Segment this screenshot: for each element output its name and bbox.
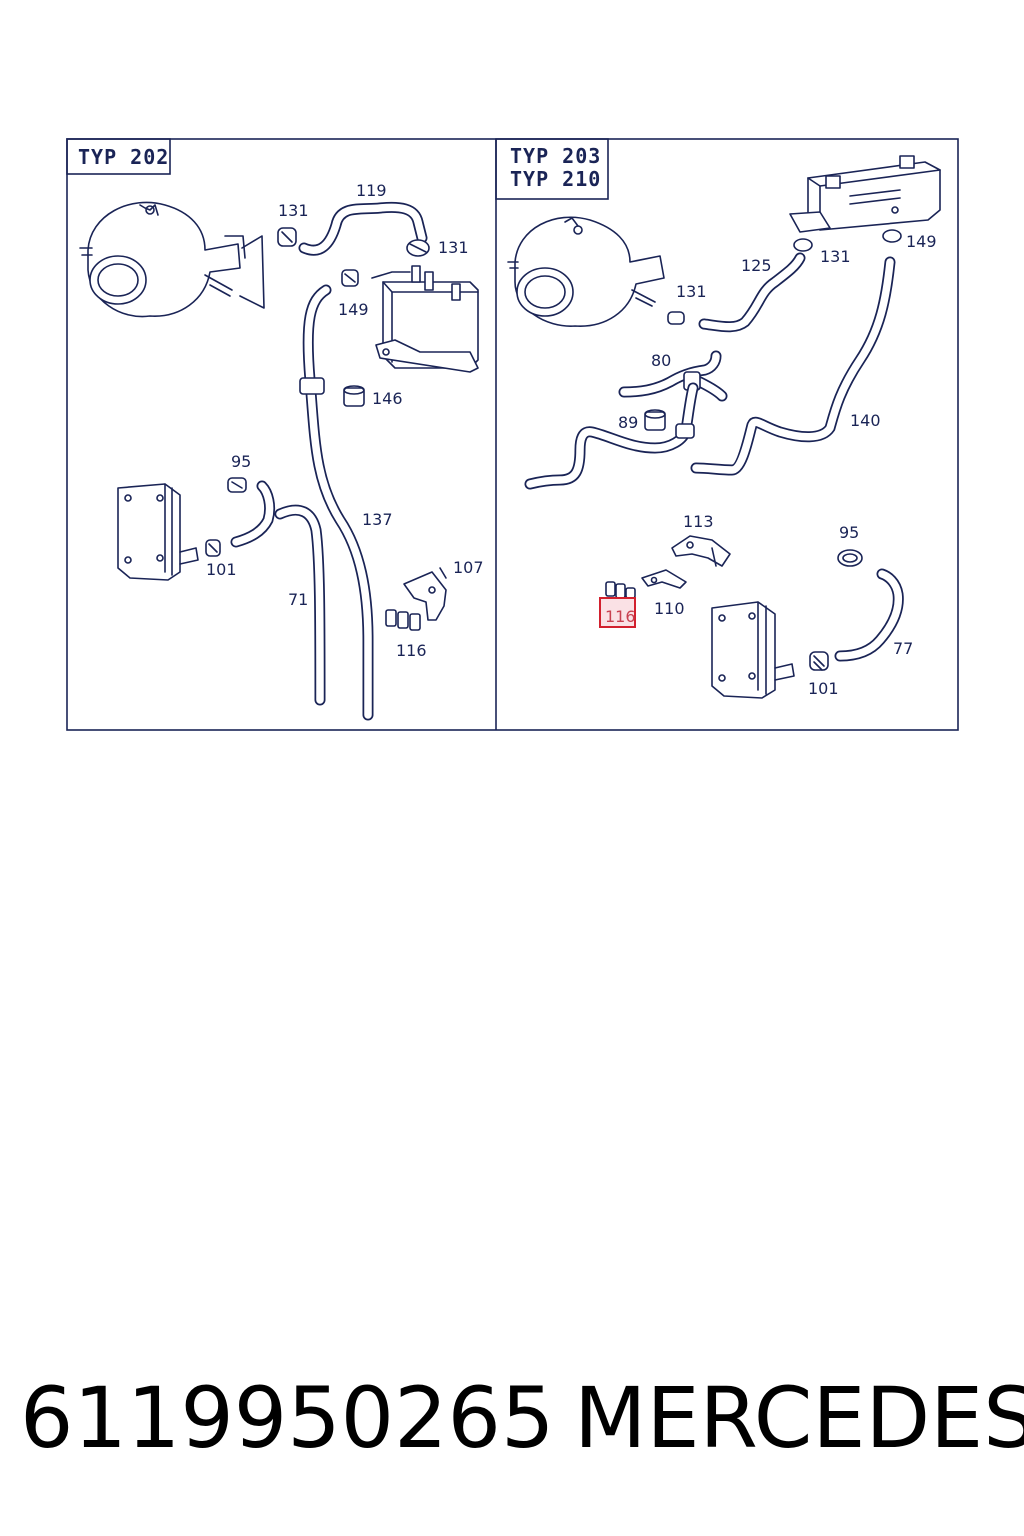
clips-116-right bbox=[605, 581, 636, 599]
bracket-113 bbox=[671, 535, 731, 567]
callout-149-right: 149 bbox=[906, 232, 937, 251]
callout-131-right-a: 131 bbox=[676, 282, 707, 301]
clamp-131-left-b bbox=[406, 239, 430, 257]
clips-116-left bbox=[385, 609, 421, 631]
callout-140: 140 bbox=[850, 411, 881, 430]
left-panel: TYP 202 119 131 131 bbox=[66, 138, 484, 721]
right-panel: TYP 203 TYP 210 131 125 131 bbox=[495, 138, 941, 699]
typ-202-label-box bbox=[66, 138, 171, 175]
callout-131-right-b: 131 bbox=[820, 247, 851, 266]
hose-71 bbox=[274, 504, 326, 706]
hose-elbow-left bbox=[230, 480, 276, 548]
typ-203-label: TYP 203 bbox=[510, 144, 601, 168]
callout-89: 89 bbox=[618, 413, 638, 432]
clamp-101-left bbox=[205, 539, 221, 557]
typ-202-label: TYP 202 bbox=[78, 145, 169, 169]
callout-116-right[interactable]: 116 bbox=[605, 607, 636, 626]
bushing-89 bbox=[644, 409, 666, 431]
callout-101-left: 101 bbox=[206, 560, 237, 579]
clamp-131-right-b bbox=[793, 238, 813, 252]
typ-203-210-label-box bbox=[495, 138, 609, 200]
callout-116-left: 116 bbox=[396, 641, 427, 660]
part-number: 6119950265 bbox=[20, 1369, 555, 1467]
clamp-131-left-a bbox=[277, 227, 297, 247]
footer: 6119950265 MERCEDES bbox=[0, 1368, 1024, 1478]
clamp-95-right bbox=[837, 549, 863, 567]
turbocharger-left bbox=[79, 201, 246, 318]
filter-housing-left bbox=[371, 265, 479, 373]
callout-101-right: 101 bbox=[808, 679, 839, 698]
clamp-101-right bbox=[809, 651, 829, 671]
callout-131-left-a: 131 bbox=[278, 201, 309, 220]
clamp-149-right bbox=[882, 229, 902, 243]
brand-name: MERCEDES bbox=[574, 1369, 1024, 1467]
clamp-149-left bbox=[341, 269, 359, 287]
callout-119: 119 bbox=[356, 181, 387, 200]
callout-71: 71 bbox=[288, 590, 308, 609]
hose-125 bbox=[698, 252, 806, 333]
bushing-146-left bbox=[343, 385, 365, 407]
callout-95-right: 95 bbox=[839, 523, 859, 542]
callout-110: 110 bbox=[654, 599, 685, 618]
callout-77: 77 bbox=[893, 639, 913, 658]
callout-137: 137 bbox=[362, 510, 393, 529]
turbocharger-right bbox=[507, 216, 665, 327]
callout-107: 107 bbox=[453, 558, 484, 577]
clamp-131-right-a bbox=[667, 311, 685, 325]
parts-diagram: TYP 202 119 131 131 bbox=[66, 138, 959, 731]
callout-125: 125 bbox=[741, 256, 772, 275]
callout-131-left-b: 131 bbox=[438, 238, 469, 257]
clamp-95-left bbox=[227, 477, 247, 493]
oil-cooler-right bbox=[711, 601, 795, 699]
filter-housing-right bbox=[789, 155, 941, 233]
bracket-110 bbox=[641, 569, 687, 589]
callout-80: 80 bbox=[651, 351, 671, 370]
hose-lower-right bbox=[524, 382, 699, 490]
highlight-box-116[interactable] bbox=[599, 597, 636, 628]
callout-95-left: 95 bbox=[231, 452, 251, 471]
callout-146-left: 146 bbox=[372, 389, 403, 408]
hose-119 bbox=[298, 201, 428, 256]
hose-77 bbox=[834, 568, 904, 662]
hose-80 bbox=[618, 350, 728, 402]
typ-210-label: TYP 210 bbox=[510, 167, 601, 191]
oil-cooler-left bbox=[117, 483, 199, 581]
callout-113: 113 bbox=[683, 512, 714, 531]
hose-137 bbox=[299, 284, 374, 721]
hose-140 bbox=[690, 256, 896, 476]
callout-149-left: 149 bbox=[338, 300, 369, 319]
bracket-107 bbox=[403, 567, 447, 621]
leader-line bbox=[239, 235, 265, 309]
